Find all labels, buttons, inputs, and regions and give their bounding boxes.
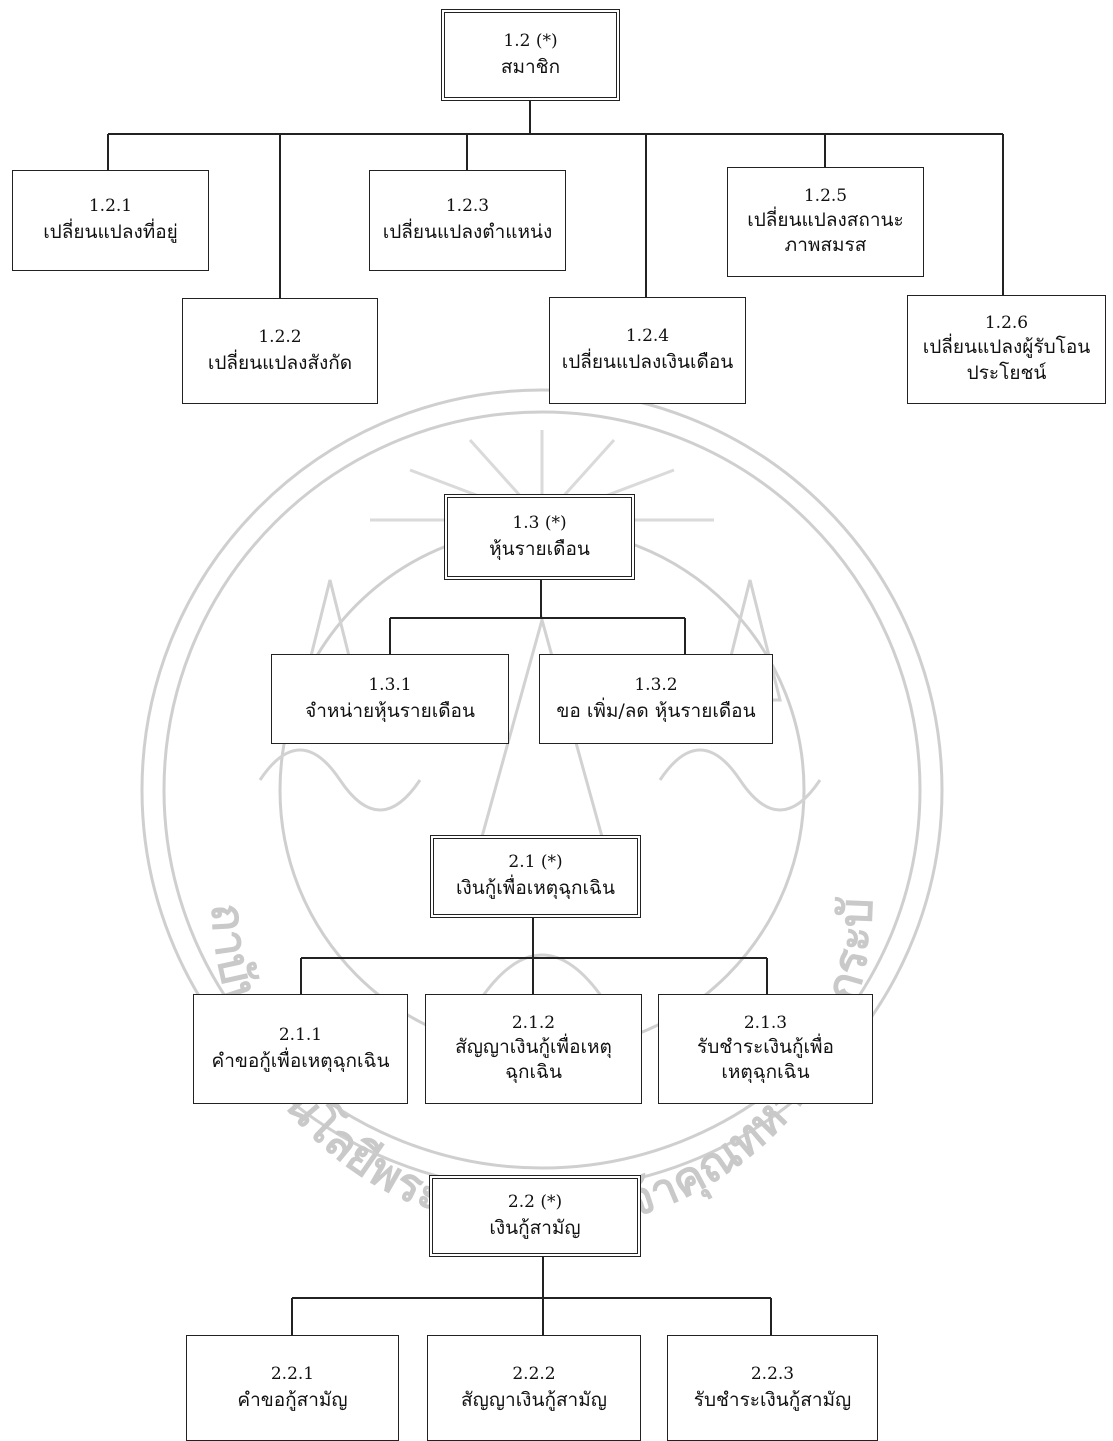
node-label-line-1: สัญญาเงินกู้เพื่อเหตุ bbox=[455, 1035, 612, 1058]
node-label-line-2: เหตุฉุกเฉิน bbox=[721, 1061, 810, 1084]
node-label-line-2: ภาพสมรส bbox=[784, 234, 867, 257]
root-node-1-3: 1.3 (*) หุ้นรายเดือน bbox=[444, 494, 635, 580]
root-node-2-1: 2.1 (*) เงินกู้เพื่อเหตุฉุกเฉิน bbox=[430, 835, 641, 918]
node-label: เงินกู้เพื่อเหตุฉุกเฉิน bbox=[456, 877, 615, 900]
node-label: จำหน่ายหุ้นรายเดือน bbox=[305, 699, 475, 722]
node-code: 1.2.1 bbox=[88, 196, 133, 217]
node-label: เปลี่ยนแปลงสังกัด bbox=[207, 351, 353, 374]
node-code: 1.2.4 bbox=[625, 326, 670, 347]
node-code: 2.1.1 bbox=[278, 1024, 323, 1045]
node-label: คำขอกู้สามัญ bbox=[237, 1388, 348, 1411]
node-code: 1.3.2 bbox=[634, 674, 678, 695]
node-label: สมาชิก bbox=[500, 55, 561, 78]
node-label: หุ้นรายเดือน bbox=[489, 537, 590, 560]
child-node-1-2-2: 1.2.2 เปลี่ยนแปลงสังกัด bbox=[182, 298, 378, 404]
node-label-line-1: เปลี่ยนแปลงผู้รับโอน bbox=[922, 336, 1091, 359]
node-label: รับชำระเงินกู้สามัญ bbox=[693, 1388, 852, 1411]
node-code: 2.2.2 bbox=[512, 1363, 556, 1384]
node-label-line-1: รับชำระเงินกู้เพื่อ bbox=[697, 1035, 834, 1058]
child-node-2-1-2: 2.1.2 สัญญาเงินกู้เพื่อเหตุ ฉุกเฉิน bbox=[425, 994, 642, 1104]
node-label-line-1: เปลี่ยนแปลงสถานะ bbox=[747, 208, 904, 231]
node-label-line-2: ฉุกเฉิน bbox=[505, 1061, 562, 1084]
node-label-line-2: ประโยชน์ bbox=[966, 361, 1047, 384]
node-code: 2.2 (*) bbox=[507, 1191, 563, 1212]
root-node-1-2: 1.2 (*) สมาชิก bbox=[441, 9, 620, 101]
node-label: คำขอกู้เพื่อเหตุฉุกเฉิน bbox=[211, 1049, 390, 1072]
child-node-2-2-3: 2.2.3 รับชำระเงินกู้สามัญ bbox=[667, 1335, 878, 1441]
child-node-1-2-5: 1.2.5 เปลี่ยนแปลงสถานะ ภาพสมรส bbox=[727, 167, 924, 277]
child-node-1-2-4: 1.2.4 เปลี่ยนแปลงเงินเดือน bbox=[549, 297, 746, 404]
node-label: เปลี่ยนแปลงเงินเดือน bbox=[561, 351, 734, 374]
node-code: 2.1.2 bbox=[511, 1012, 556, 1033]
node-code: 2.2.1 bbox=[270, 1363, 315, 1384]
child-node-1-2-6: 1.2.6 เปลี่ยนแปลงผู้รับโอน ประโยชน์ bbox=[907, 295, 1106, 404]
node-code: 2.1 (*) bbox=[508, 852, 563, 873]
child-node-1-2-1: 1.2.1 เปลี่ยนแปลงที่อยู่ bbox=[12, 170, 209, 271]
node-label: ขอ เพิ่ม/ลด หุ้นรายเดือน bbox=[556, 699, 756, 722]
node-code: 1.2.2 bbox=[258, 326, 302, 347]
node-code: 1.2.5 bbox=[803, 185, 848, 206]
node-label: เปลี่ยนแปลงที่อยู่ bbox=[43, 221, 178, 244]
child-node-2-2-1: 2.2.1 คำขอกู้สามัญ bbox=[186, 1335, 399, 1441]
root-node-2-2: 2.2 (*) เงินกู้สามัญ bbox=[429, 1175, 641, 1257]
node-code: 2.1.3 bbox=[743, 1012, 788, 1033]
child-node-1-2-3: 1.2.3 เปลี่ยนแปลงตำแหน่ง bbox=[369, 170, 566, 271]
child-node-1-3-2: 1.3.2 ขอ เพิ่ม/ลด หุ้นรายเดือน bbox=[539, 654, 773, 744]
node-label: เงินกู้สามัญ bbox=[489, 1216, 581, 1239]
child-node-2-2-2: 2.2.2 สัญญาเงินกู้สามัญ bbox=[427, 1335, 641, 1441]
node-label: เปลี่ยนแปลงตำแหน่ง bbox=[382, 221, 553, 244]
node-label: สัญญาเงินกู้สามัญ bbox=[461, 1388, 607, 1411]
node-code: 1.3.1 bbox=[368, 674, 412, 695]
child-node-1-3-1: 1.3.1 จำหน่ายหุ้นรายเดือน bbox=[271, 654, 509, 744]
node-code: 1.2 (*) bbox=[503, 30, 558, 51]
node-code: 1.2.3 bbox=[445, 196, 490, 217]
node-code: 1.2.6 bbox=[984, 313, 1029, 334]
child-node-2-1-1: 2.1.1 คำขอกู้เพื่อเหตุฉุกเฉิน bbox=[193, 994, 408, 1104]
child-node-2-1-3: 2.1.3 รับชำระเงินกู้เพื่อ เหตุฉุกเฉิน bbox=[658, 994, 873, 1104]
node-code: 1.3 (*) bbox=[512, 512, 567, 533]
node-code: 2.2.3 bbox=[750, 1363, 795, 1384]
